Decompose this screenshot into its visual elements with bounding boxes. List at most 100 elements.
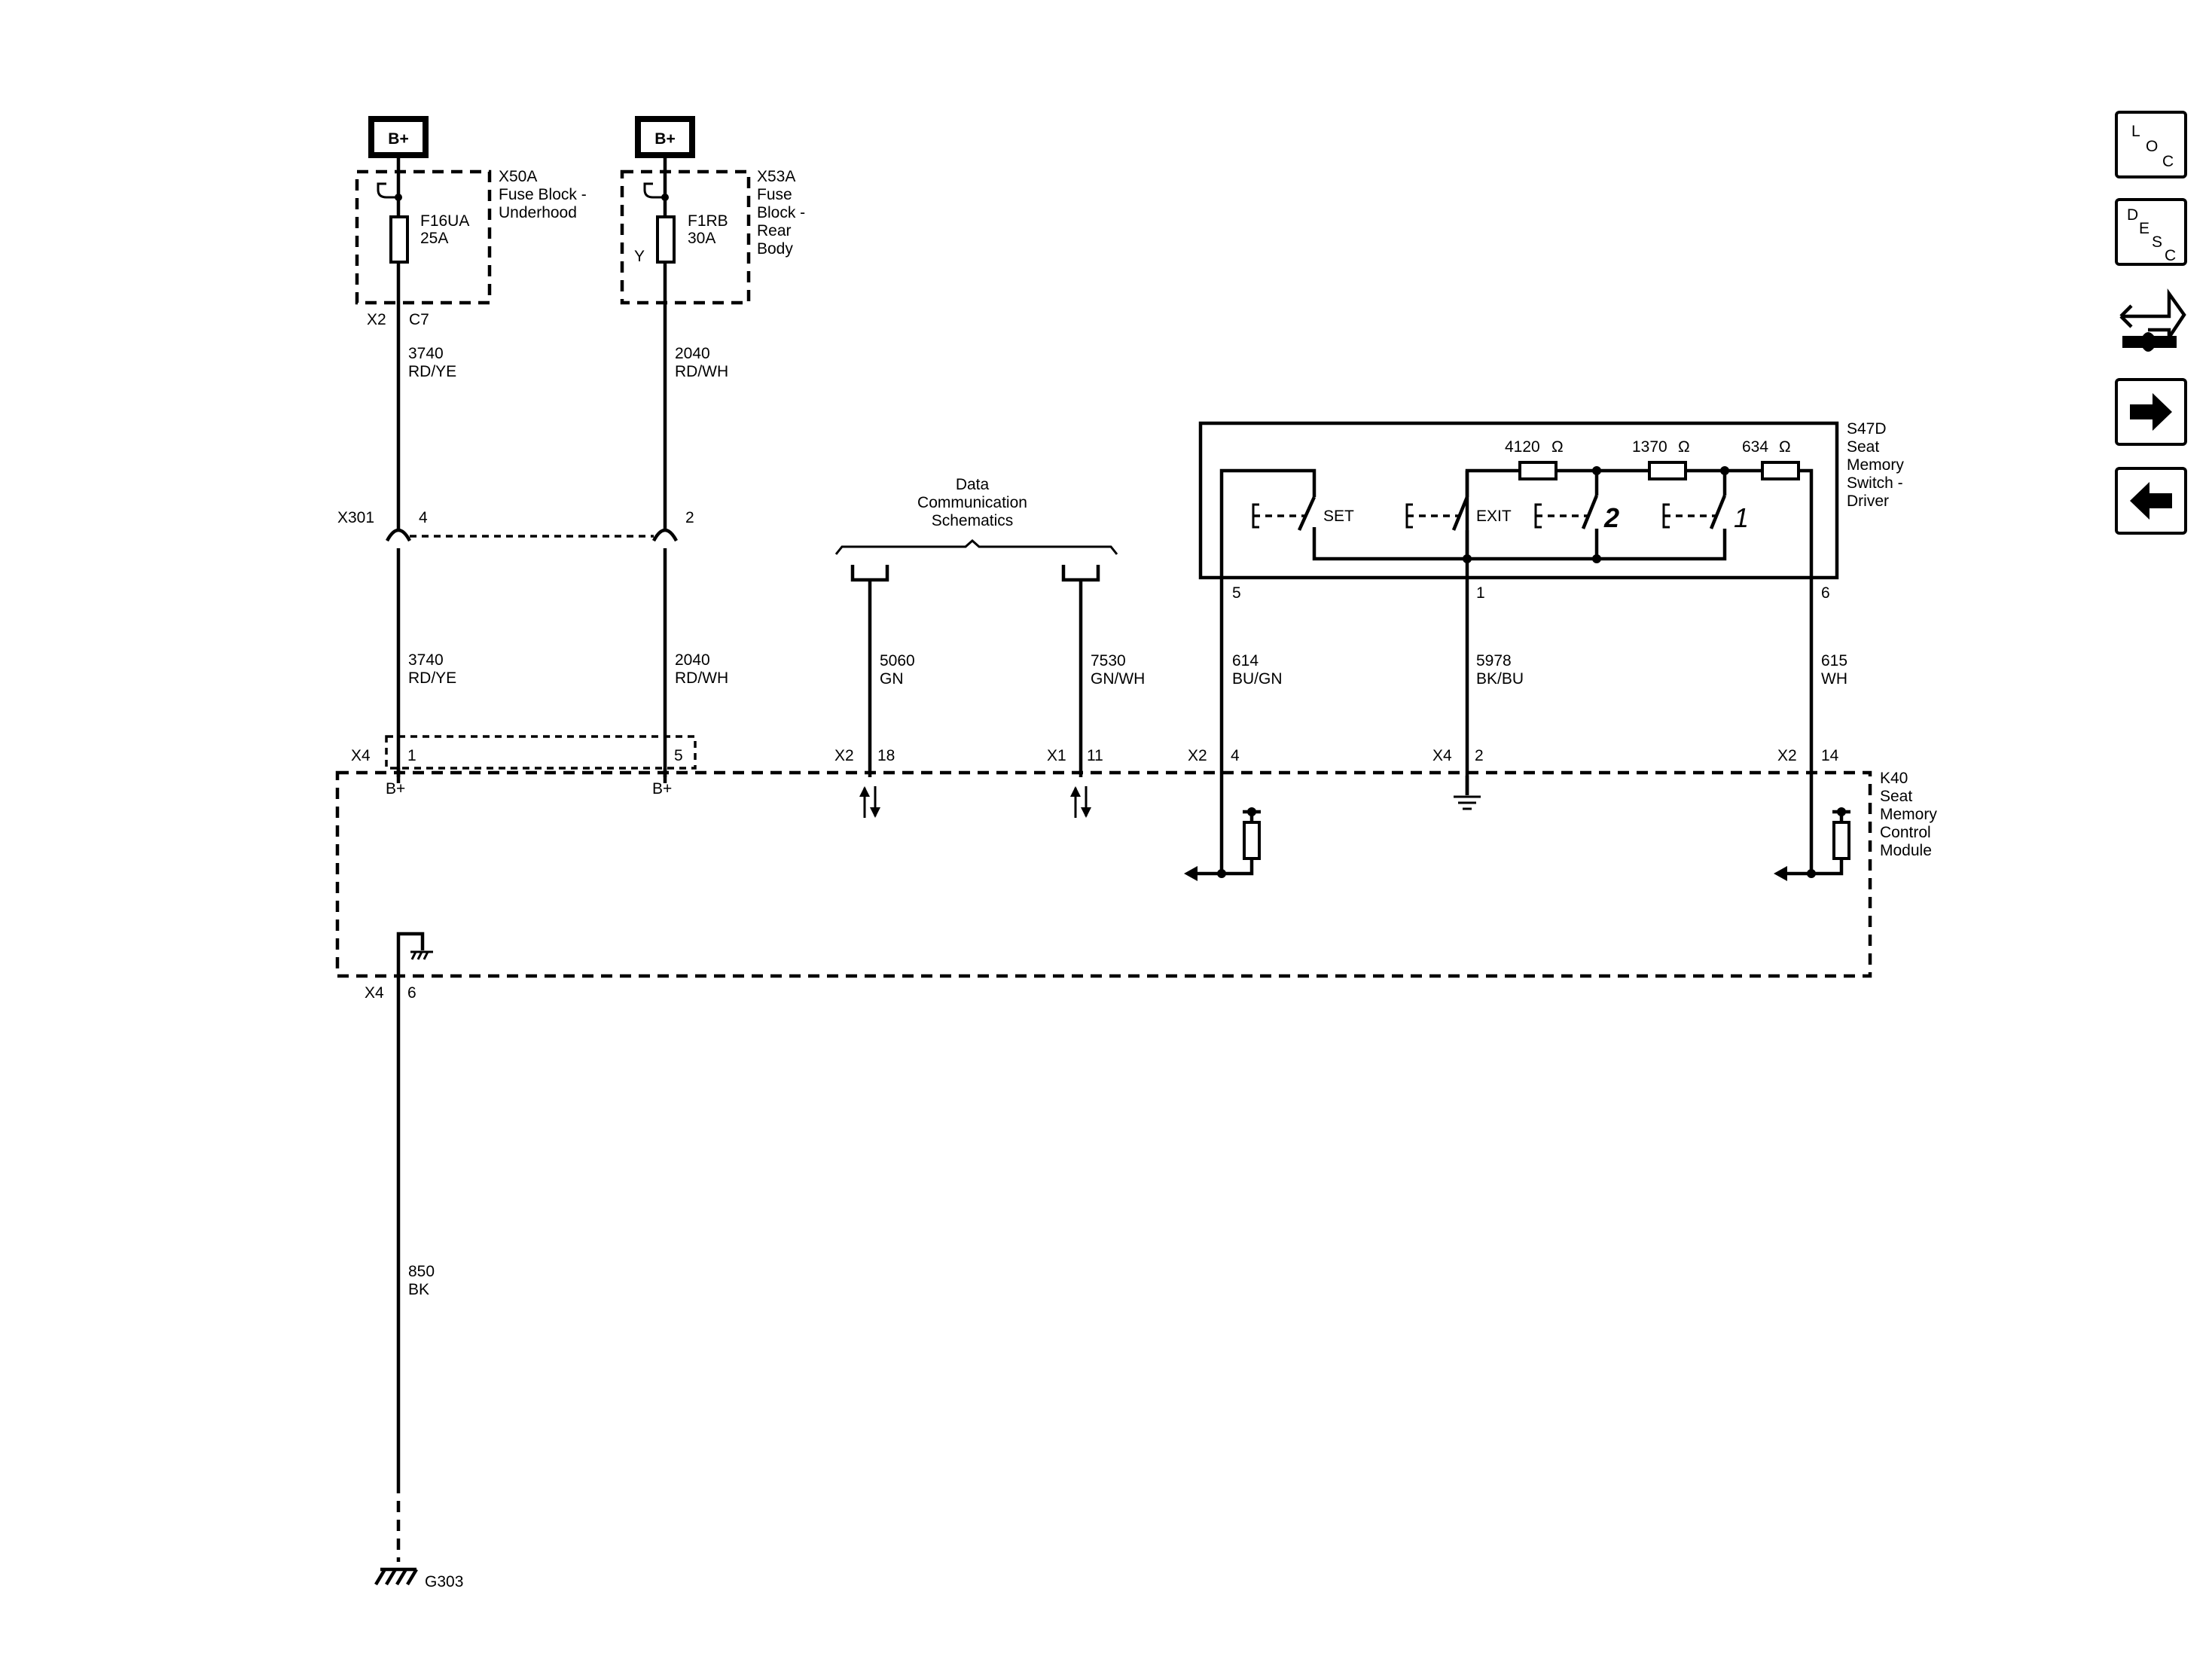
pin-label: 2 xyxy=(1475,747,1484,764)
switch-set-label: SET xyxy=(1323,508,1354,525)
wire-color-label: RD/YE xyxy=(408,363,456,380)
wire-circuit-label: 2040 xyxy=(675,651,710,669)
module-name: Memory xyxy=(1880,806,1937,823)
pin-label: 2 xyxy=(685,509,694,526)
b-plus-source-right: B+ xyxy=(635,116,695,158)
fuse-block-x53a-name: Body xyxy=(757,240,793,258)
wire-color-label: RD/WH xyxy=(675,363,728,380)
fuse-block-x53a-id: X53A xyxy=(757,168,795,185)
forward-arrow-button[interactable] xyxy=(2115,378,2187,446)
forward-arrow-icon xyxy=(2130,393,2172,431)
ohm-symbol: Ω xyxy=(1779,438,1791,456)
pin-label: 1 xyxy=(1476,584,1485,602)
data-comm-label: Communication xyxy=(917,494,1027,511)
pin-label: C7 xyxy=(409,311,429,328)
back-arrow-button[interactable] xyxy=(2115,467,2187,535)
connector-label: X2 xyxy=(1188,747,1207,764)
connector-label: X2 xyxy=(1777,747,1797,764)
pin-label: 4 xyxy=(419,509,428,526)
resistor-value: 1370 xyxy=(1632,438,1667,456)
wire-615: 615 WH xyxy=(1809,578,1847,874)
module-name: Module xyxy=(1880,842,1932,859)
wire-color-label: RD/WH xyxy=(675,669,728,687)
wire-circuit-label: 614 xyxy=(1232,652,1259,669)
fuse-f16ua-id: F16UA xyxy=(420,212,469,230)
module-name: Control xyxy=(1880,824,1931,841)
wire-circuit-label: 615 xyxy=(1821,652,1847,669)
desc-letter: E xyxy=(2139,220,2149,237)
switch-exit: EXIT xyxy=(1405,471,1512,559)
desc-letter: D xyxy=(2127,206,2138,224)
wire-color-label: BU/GN xyxy=(1232,670,1283,688)
fuse-block-x50a-name: Fuse Block - xyxy=(499,186,587,203)
fuse-block-x53a: F1RB 30A Y X53A Fuse Block - Rear Body xyxy=(620,155,805,305)
pull-up-resistor-input xyxy=(1774,807,1850,881)
b-plus-label: B+ xyxy=(654,130,675,148)
connector-label: X2 xyxy=(367,311,386,328)
wire-2040: 2040 RD/WH 2040 RD/WH xyxy=(663,303,728,783)
switch-memory-2-label: 2 xyxy=(1603,502,1619,533)
pin-label: 6 xyxy=(1821,584,1830,602)
pin-label: 6 xyxy=(407,984,416,1002)
switch-name: Driver xyxy=(1847,493,1889,510)
ohm-symbol: Ω xyxy=(1678,438,1690,456)
loc-button[interactable]: L O C xyxy=(2115,111,2187,178)
loc-letter: L xyxy=(2131,123,2140,140)
wire-5060: 5060 GN xyxy=(868,580,915,777)
fuse-f1rb-id: F1RB xyxy=(688,212,728,230)
inline-connector-id: X301 xyxy=(337,509,374,526)
fuse-side-label: Y xyxy=(634,248,645,265)
back-arrow-icon xyxy=(2130,482,2172,520)
switch-memory-1-label: 1 xyxy=(1734,502,1749,533)
loc-letter: C xyxy=(2162,153,2174,170)
pin-label: 1 xyxy=(407,747,416,764)
resistor-value: 634 xyxy=(1742,438,1768,456)
fuse-block-x53a-name: Rear xyxy=(757,222,792,239)
b-plus-label: B+ xyxy=(388,130,408,148)
switch-memory-1: 1 xyxy=(1662,495,1749,533)
seat-memory-switch-s47d: S47D Seat Memory Switch - Driver 4120 Ω … xyxy=(1198,420,1904,602)
wire-5978: 5978 BK/BU xyxy=(1465,578,1524,795)
ground-id: G303 xyxy=(425,1573,463,1590)
wire-circuit-label: 3740 xyxy=(408,651,444,669)
wire-color-label: WH xyxy=(1821,670,1847,688)
ohm-symbol: Ω xyxy=(1551,438,1564,456)
connector-label: X4 xyxy=(365,984,384,1002)
bidirectional-data-icon xyxy=(859,786,880,818)
b-plus-input-label: B+ xyxy=(652,780,672,798)
wire-circuit-label: 3740 xyxy=(408,345,444,362)
switch-name: Memory xyxy=(1847,456,1904,474)
data-comm-label: Data xyxy=(956,476,990,493)
fuse-f16ua-rating: 25A xyxy=(420,230,448,247)
b-plus-input-label: B+ xyxy=(386,780,405,798)
wire-color-label: GN/WH xyxy=(1091,670,1145,688)
chassis-ground-icon xyxy=(396,932,433,976)
wire-color-label: RD/YE xyxy=(408,669,456,687)
desc-button[interactable]: D E S C xyxy=(2115,198,2187,266)
switch-name: Seat xyxy=(1847,438,1879,456)
seat-memory-control-module-k40: K40 Seat Memory Control Module X4 1 5 X2… xyxy=(335,735,1937,1002)
module-name: Seat xyxy=(1880,788,1912,805)
pin-label: 4 xyxy=(1231,747,1240,764)
ground-icon xyxy=(1454,776,1481,810)
wire-614: 614 BU/GN xyxy=(1219,578,1283,874)
switch-exit-label: EXIT xyxy=(1476,508,1512,525)
resistor-value: 4120 xyxy=(1505,438,1540,456)
data-comm-label: Schematics xyxy=(932,512,1014,529)
pin-label: 5 xyxy=(674,747,683,764)
desc-letter: S xyxy=(2152,233,2162,251)
connector-ref-icon[interactable] xyxy=(2115,285,2187,357)
wire-circuit-label: 5978 xyxy=(1476,652,1512,669)
connector-label: X2 xyxy=(834,747,854,764)
fuse-block-x50a: F16UA 25A X50A Fuse Block - Underhood X2… xyxy=(355,155,587,328)
wire-7530: 7530 GN/WH xyxy=(1079,580,1145,777)
wire-3740: 3740 RD/YE 3740 RD/YE xyxy=(396,303,456,783)
pin-label: 14 xyxy=(1821,747,1839,764)
pin-label: 18 xyxy=(877,747,895,764)
loc-letter: O xyxy=(2146,138,2158,155)
switch-id: S47D xyxy=(1847,420,1887,438)
wire-circuit-label: 7530 xyxy=(1091,652,1126,669)
wire-circuit-label: 5060 xyxy=(880,652,915,669)
wire-color-label: GN xyxy=(880,670,904,688)
